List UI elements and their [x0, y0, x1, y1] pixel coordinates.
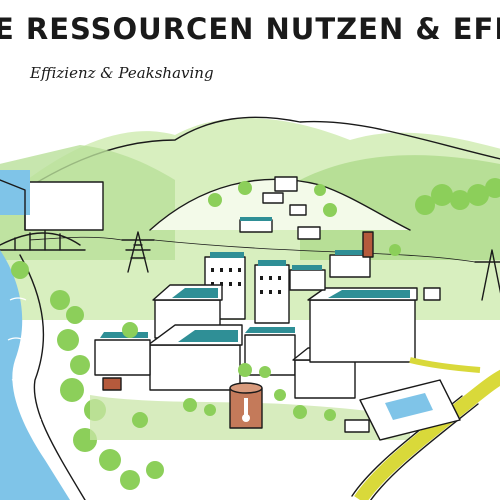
middle-hill [149, 178, 411, 231]
power-pylon-icon [474, 249, 500, 301]
river-bank [19, 254, 86, 500]
dam-wall [0, 179, 26, 231]
river [0, 250, 70, 500]
town-trees [122, 244, 401, 428]
farm-houses [208, 176, 337, 240]
river-trees [11, 261, 164, 490]
tower-buildings [204, 252, 290, 324]
battery-icon [102, 287, 441, 391]
pool-area [344, 379, 461, 441]
hill-trees-right [415, 178, 500, 215]
green-hill-right [300, 155, 500, 260]
solar-houses [94, 231, 418, 399]
bridge [0, 232, 86, 251]
page-subtitle: Effizienz & Peakshaving [30, 64, 214, 82]
river-waves [7, 297, 42, 421]
bridge-struts [14, 230, 61, 251]
thermometer-tank-icon [229, 382, 263, 429]
small-pipe [409, 357, 481, 373]
power-pylon-icon [121, 231, 155, 273]
page-title: E RESSOURCEN NUTZEN & EFFIZIENT V [0, 12, 500, 46]
dam-block [24, 181, 104, 231]
